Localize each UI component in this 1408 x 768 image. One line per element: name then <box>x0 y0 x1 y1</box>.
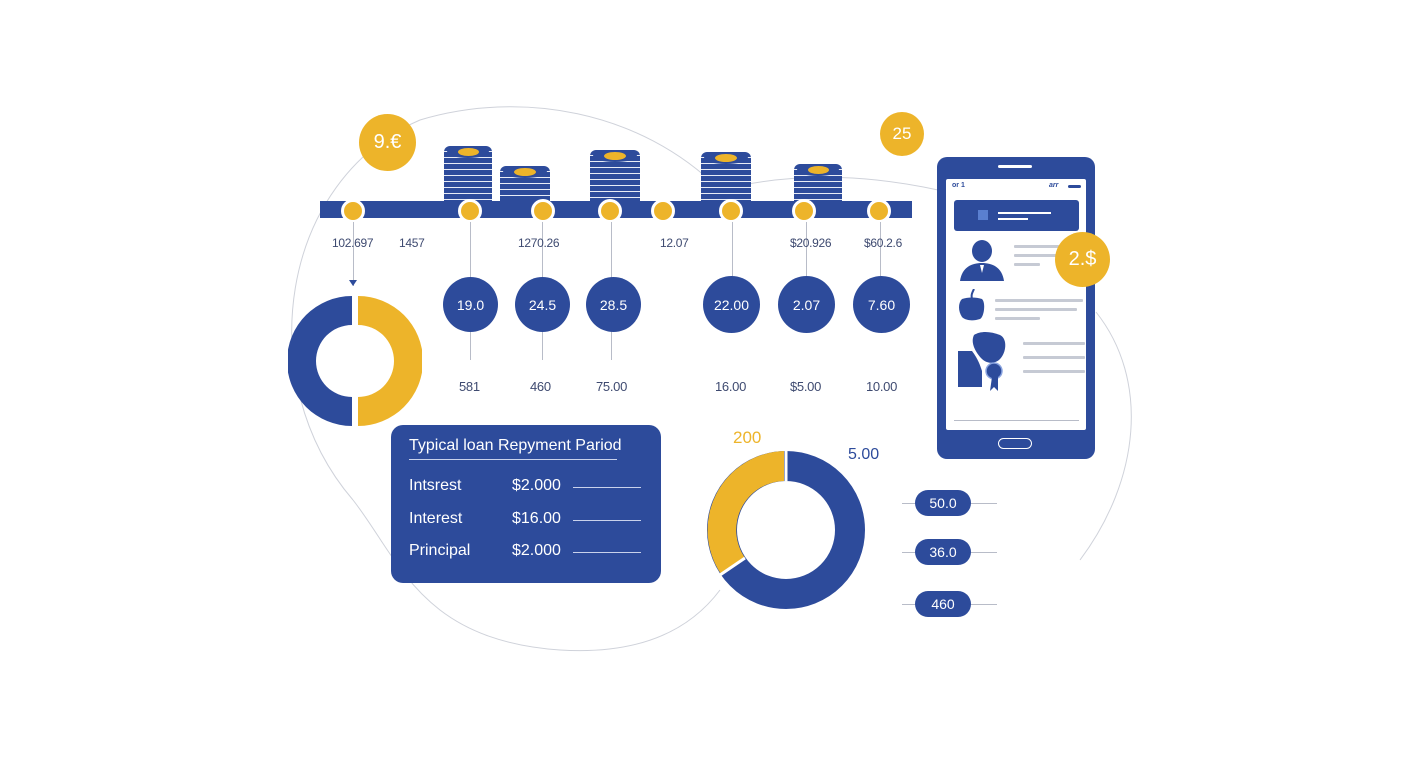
coin-stack-icon <box>500 166 550 202</box>
row-divider <box>573 487 641 488</box>
row-value: $2.000 <box>512 542 561 559</box>
text-line <box>1014 263 1040 266</box>
row-value: $2.000 <box>512 477 561 494</box>
timeline-bottom-label: 460 <box>530 379 551 394</box>
timeline-top-label: 1270.26 <box>518 236 560 250</box>
text-line <box>1023 342 1085 345</box>
timeline-top-label: 12.07 <box>660 236 689 250</box>
apple-icon <box>959 289 985 321</box>
timeline-top-label: $60.2.6 <box>864 236 902 250</box>
status-left: or 1 <box>952 182 965 189</box>
connector-line <box>880 222 881 278</box>
loan-summary-card: Typical loan Repyment Pariod Intsrest $2… <box>391 425 661 583</box>
app-header-banner[interactable] <box>954 200 1079 231</box>
donut-chart-large <box>707 451 865 609</box>
text-line <box>1023 370 1085 373</box>
coin-stack-icon <box>590 150 640 202</box>
flag-icon <box>978 210 988 220</box>
timeline-top-label: $20.926 <box>790 236 832 250</box>
arrow-down-icon <box>349 280 357 286</box>
row-divider <box>573 552 641 553</box>
timeline-node <box>531 199 555 223</box>
value-circle: 28.5 <box>586 277 641 332</box>
timeline-bottom-label: 581 <box>459 379 480 394</box>
timeline-node <box>598 199 622 223</box>
text-line <box>995 308 1077 311</box>
value-circle: 7.60 <box>853 276 910 333</box>
row-label: Intsrest <box>409 477 462 494</box>
text-line <box>1023 356 1085 359</box>
row-label: Principal <box>409 542 471 559</box>
value-circle: 19.0 <box>443 277 498 332</box>
coin-stack-icon <box>701 152 751 202</box>
coin-stack-icon <box>444 146 492 202</box>
value-circle: 2.07 <box>778 276 835 333</box>
phone-screen: or 1 arr <box>946 179 1086 430</box>
value-circle: 22.00 <box>703 276 760 333</box>
coin-stack-icon <box>794 164 842 202</box>
timeline-bottom-label: 10.00 <box>866 379 898 394</box>
row-label: Interest <box>409 510 463 527</box>
value-pill: 460 <box>915 591 971 617</box>
value-pill: 50.0 <box>915 490 971 516</box>
donut-label-blue: 5.00 <box>848 446 880 463</box>
status-right: arr <box>1049 182 1059 189</box>
person-icon <box>960 240 1004 281</box>
phone-speaker <box>998 165 1032 168</box>
card-title: Typical loan Repyment Pariod <box>409 437 622 460</box>
timeline-node <box>341 199 365 223</box>
timeline-bottom-label: $5.00 <box>790 379 822 394</box>
timeline-node <box>867 199 891 223</box>
footer-divider <box>954 420 1079 421</box>
value-pill: 36.0 <box>915 539 971 565</box>
illustration-icon <box>958 332 1006 391</box>
battery-icon <box>1068 185 1081 188</box>
text-line <box>1014 245 1069 248</box>
connector-line <box>806 222 807 278</box>
timeline-node <box>719 199 743 223</box>
home-button[interactable] <box>998 438 1032 449</box>
badge-top-left: 9.€ <box>359 114 416 171</box>
banner-line <box>998 218 1028 220</box>
timeline-bottom-label: 16.00 <box>715 379 747 394</box>
timeline-bottom-label: 75.00 <box>596 379 628 394</box>
text-line <box>995 317 1040 320</box>
connector-line <box>353 222 354 286</box>
donut-chart-small <box>288 296 422 426</box>
timeline-node <box>458 199 482 223</box>
timeline-node <box>651 199 675 223</box>
timeline-top-label: 102.697 <box>332 236 374 250</box>
connector-line <box>732 222 733 278</box>
banner-line <box>998 212 1051 214</box>
row-divider <box>573 520 641 521</box>
timeline-top-label: 1457 <box>399 236 425 250</box>
badge-phone-side: 2.$ <box>1055 232 1110 287</box>
timeline-node <box>792 199 816 223</box>
donut-label-gold: 200 <box>733 428 762 447</box>
badge-top-right: 25 <box>880 112 924 156</box>
text-line <box>1014 254 1059 257</box>
row-value: $16.00 <box>512 510 561 527</box>
text-line <box>995 299 1083 302</box>
phone-mockup: or 1 arr <box>937 157 1095 459</box>
value-circle: 24.5 <box>515 277 570 332</box>
